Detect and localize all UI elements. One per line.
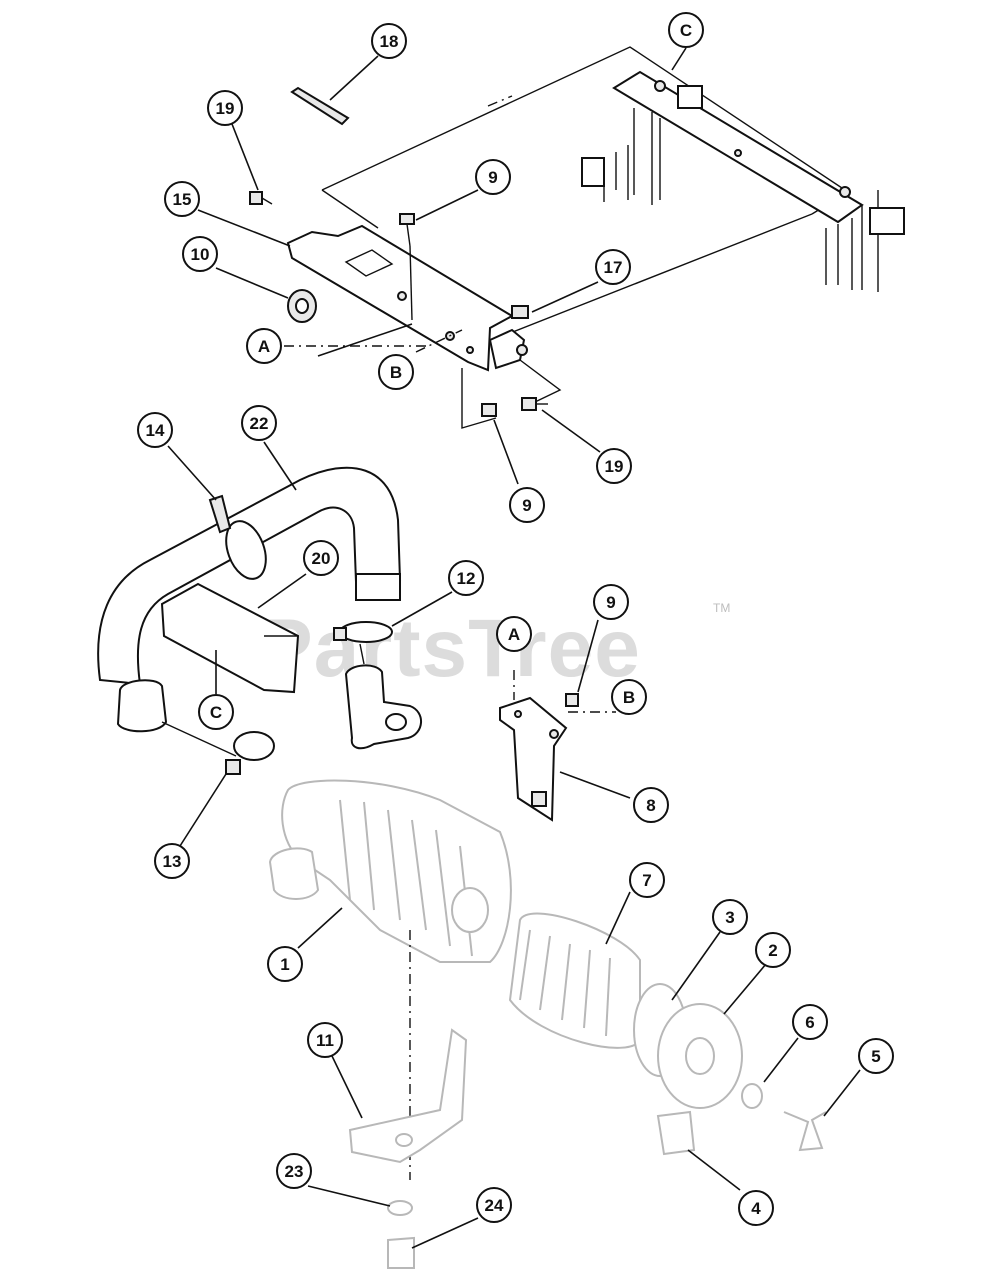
clamp-14 bbox=[208, 494, 267, 580]
screw-9-upper bbox=[399, 213, 415, 321]
callout-19-label: 19 bbox=[216, 99, 235, 118]
callout-11: 11 bbox=[307, 1022, 343, 1058]
callout-b-label: B bbox=[623, 688, 635, 707]
callout-22-label: 22 bbox=[250, 414, 269, 433]
callout-9: 9 bbox=[509, 487, 545, 523]
heat-shield-20 bbox=[160, 582, 300, 694]
trademark-text: TM bbox=[713, 601, 730, 615]
callout-6: 6 bbox=[792, 1004, 828, 1040]
callout-c-label: C bbox=[210, 703, 222, 722]
callout-15-label: 15 bbox=[173, 190, 192, 209]
callout-b: B bbox=[611, 679, 647, 715]
callout-3: 3 bbox=[712, 899, 748, 935]
callout-c: C bbox=[668, 12, 704, 48]
callouts: 18 19 15 9 10 17 A B 19 9 C 14 22 20 12 … bbox=[137, 12, 894, 1226]
bracket-8 bbox=[499, 670, 616, 822]
callout-23: 23 bbox=[276, 1153, 312, 1189]
callout-14: 14 bbox=[137, 412, 173, 448]
bracket-11 bbox=[348, 1028, 468, 1164]
callout-24-label: 24 bbox=[485, 1196, 504, 1215]
callout-7: 7 bbox=[629, 862, 665, 898]
screw-19-lower bbox=[521, 397, 548, 411]
callout-14-label: 14 bbox=[146, 421, 165, 440]
callout-18-label: 18 bbox=[380, 32, 399, 51]
callout-13-label: 13 bbox=[163, 852, 182, 871]
callout-20: 20 bbox=[303, 540, 339, 576]
callout-1: 1 bbox=[267, 946, 303, 982]
cover-2 bbox=[657, 1003, 743, 1109]
callout-9-label: 9 bbox=[522, 496, 531, 515]
callout-10: 10 bbox=[182, 236, 218, 272]
callout-4: 4 bbox=[738, 1190, 774, 1226]
washer-6 bbox=[741, 1083, 763, 1109]
callout-8-label: 8 bbox=[646, 796, 655, 815]
leader-lines bbox=[167, 47, 861, 1249]
callout-b: B bbox=[378, 354, 414, 390]
callout-19: 19 bbox=[207, 90, 243, 126]
exhaust-elbow bbox=[344, 664, 422, 750]
callout-4-label: 4 bbox=[751, 1199, 761, 1218]
bracket-15 bbox=[286, 224, 515, 372]
assembly-line-b bbox=[415, 329, 463, 353]
callout-5-label: 5 bbox=[871, 1047, 880, 1066]
callout-13: 13 bbox=[154, 843, 190, 879]
callout-b-label: B bbox=[390, 363, 402, 382]
clamp-13 bbox=[161, 721, 275, 775]
callout-24: 24 bbox=[476, 1187, 512, 1223]
callout-18: 18 bbox=[371, 23, 407, 59]
callout-a-label: A bbox=[508, 625, 520, 644]
callout-1-label: 1 bbox=[280, 955, 289, 974]
wing-nut-5 bbox=[783, 1111, 827, 1152]
callout-2-label: 2 bbox=[768, 941, 777, 960]
clamp-12 bbox=[333, 621, 393, 665]
callout-6-label: 6 bbox=[805, 1013, 814, 1032]
callout-9: 9 bbox=[475, 159, 511, 195]
callout-19: 19 bbox=[596, 448, 632, 484]
assembly-line-top bbox=[487, 95, 513, 107]
callout-5: 5 bbox=[858, 1038, 894, 1074]
strip-18 bbox=[290, 86, 350, 126]
callout-12-label: 12 bbox=[457, 569, 476, 588]
callout-11-label: 11 bbox=[316, 1031, 334, 1050]
spacer-24 bbox=[387, 1236, 415, 1269]
callout-10-label: 10 bbox=[191, 245, 210, 264]
screw-19-upper bbox=[249, 191, 273, 205]
callout-a: A bbox=[496, 616, 532, 652]
callout-c: C bbox=[198, 694, 234, 730]
callout-9-label: 9 bbox=[488, 168, 497, 187]
callout-23-label: 23 bbox=[285, 1162, 304, 1181]
callout-3-label: 3 bbox=[725, 908, 734, 927]
callout-2: 2 bbox=[755, 932, 791, 968]
grommet-10 bbox=[287, 289, 317, 323]
callout-22: 22 bbox=[241, 405, 277, 441]
callout-19-label: 19 bbox=[605, 457, 624, 476]
callout-17: 17 bbox=[595, 249, 631, 285]
callout-8: 8 bbox=[633, 787, 669, 823]
callout-12: 12 bbox=[448, 560, 484, 596]
filter-element-7 bbox=[508, 912, 641, 1049]
bracket-17 bbox=[461, 305, 562, 429]
exhaust-pipe-22 bbox=[97, 466, 402, 733]
callout-9-label: 9 bbox=[606, 593, 615, 612]
screw-9-lower bbox=[481, 403, 497, 417]
callout-7-label: 7 bbox=[642, 871, 651, 890]
air-cleaner-housing-1 bbox=[268, 779, 512, 1180]
callout-a: A bbox=[246, 328, 282, 364]
callout-c-label: C bbox=[680, 21, 692, 40]
callout-a-label: A bbox=[258, 337, 270, 356]
callout-20-label: 20 bbox=[312, 549, 331, 568]
valve-4 bbox=[656, 1110, 696, 1156]
frame-rail-right bbox=[581, 70, 905, 292]
watermark-text: PartsTree bbox=[258, 603, 641, 694]
washer-23 bbox=[387, 1200, 413, 1216]
callout-15: 15 bbox=[164, 181, 200, 217]
callout-17-label: 17 bbox=[604, 258, 623, 277]
callout-9: 9 bbox=[593, 584, 629, 620]
